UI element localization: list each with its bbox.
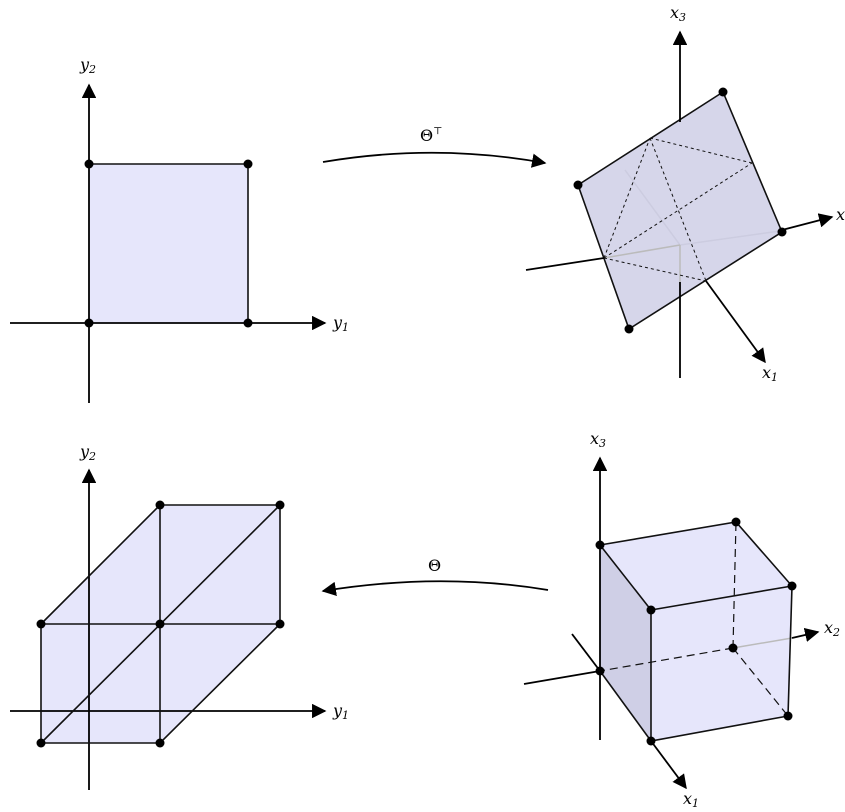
map-theta: Θ xyxy=(321,556,549,597)
vertex xyxy=(787,581,797,591)
x1-axis-label: x1 xyxy=(762,363,778,384)
vertex xyxy=(595,540,605,550)
x2-axis-hidden xyxy=(732,637,793,649)
vertex xyxy=(777,227,787,237)
panel-top-left: y1 y2 xyxy=(10,55,349,403)
hidden-edge xyxy=(599,647,734,672)
y1-axis-label: y1 xyxy=(332,701,349,722)
map-theta-transpose: Θ⊤ xyxy=(322,126,547,168)
vertex xyxy=(595,666,605,676)
vertex xyxy=(728,643,738,653)
map-label-top: Θ⊤ xyxy=(420,126,443,145)
vertex xyxy=(84,318,94,328)
x1-axis xyxy=(705,280,766,364)
y2-axis-label: y2 xyxy=(79,442,96,463)
cube-edge xyxy=(599,670,652,742)
vertex xyxy=(783,711,793,721)
x2-axis xyxy=(781,213,834,231)
panel-bottom-right: x3 x2 x1 xyxy=(523,429,840,810)
x2-axis-label: x2 xyxy=(824,618,840,639)
vertex xyxy=(243,159,253,169)
panel-top-right: x3 x2 x1 xyxy=(525,3,845,384)
hidden-edge xyxy=(732,521,737,649)
vertex xyxy=(275,619,285,629)
panel-bottom-left: y1 y2 xyxy=(10,442,349,790)
map-label-bottom: Θ xyxy=(428,556,441,575)
map-arrow-top xyxy=(322,151,547,168)
vertex xyxy=(155,738,165,748)
dashed-line xyxy=(603,162,753,259)
dashed-line xyxy=(649,137,707,282)
map-arrow-bottom xyxy=(321,580,549,597)
tilted-square-face xyxy=(578,92,782,329)
hidden-edge xyxy=(732,647,789,717)
cube-edge xyxy=(650,585,793,611)
x2-axis-label: x2 xyxy=(836,205,845,226)
vertex xyxy=(731,517,741,527)
vertex xyxy=(646,605,656,615)
vertex xyxy=(243,318,253,328)
vertex xyxy=(646,736,656,746)
x2-axis-left xyxy=(525,257,605,271)
vertex xyxy=(155,619,165,629)
vertex xyxy=(155,500,165,510)
vertex xyxy=(573,180,583,190)
x3-axis-label: x3 xyxy=(590,429,606,450)
x1-axis-label: x1 xyxy=(683,789,699,810)
y2-axis-label: y2 xyxy=(79,55,96,76)
vertex xyxy=(718,87,728,97)
vertex xyxy=(36,619,46,629)
x2-axis xyxy=(791,627,820,642)
vertex xyxy=(84,159,94,169)
vertex xyxy=(624,324,634,334)
x1-axis-back xyxy=(571,633,601,672)
vertex xyxy=(275,500,285,510)
vertex xyxy=(36,738,46,748)
x2-axis-through xyxy=(603,244,681,259)
x3-axis-label: x3 xyxy=(670,3,686,24)
x1-axis xyxy=(650,740,687,790)
y1-axis-label: y1 xyxy=(332,313,349,334)
x2-axis-left xyxy=(523,670,601,685)
square-face xyxy=(89,164,248,323)
